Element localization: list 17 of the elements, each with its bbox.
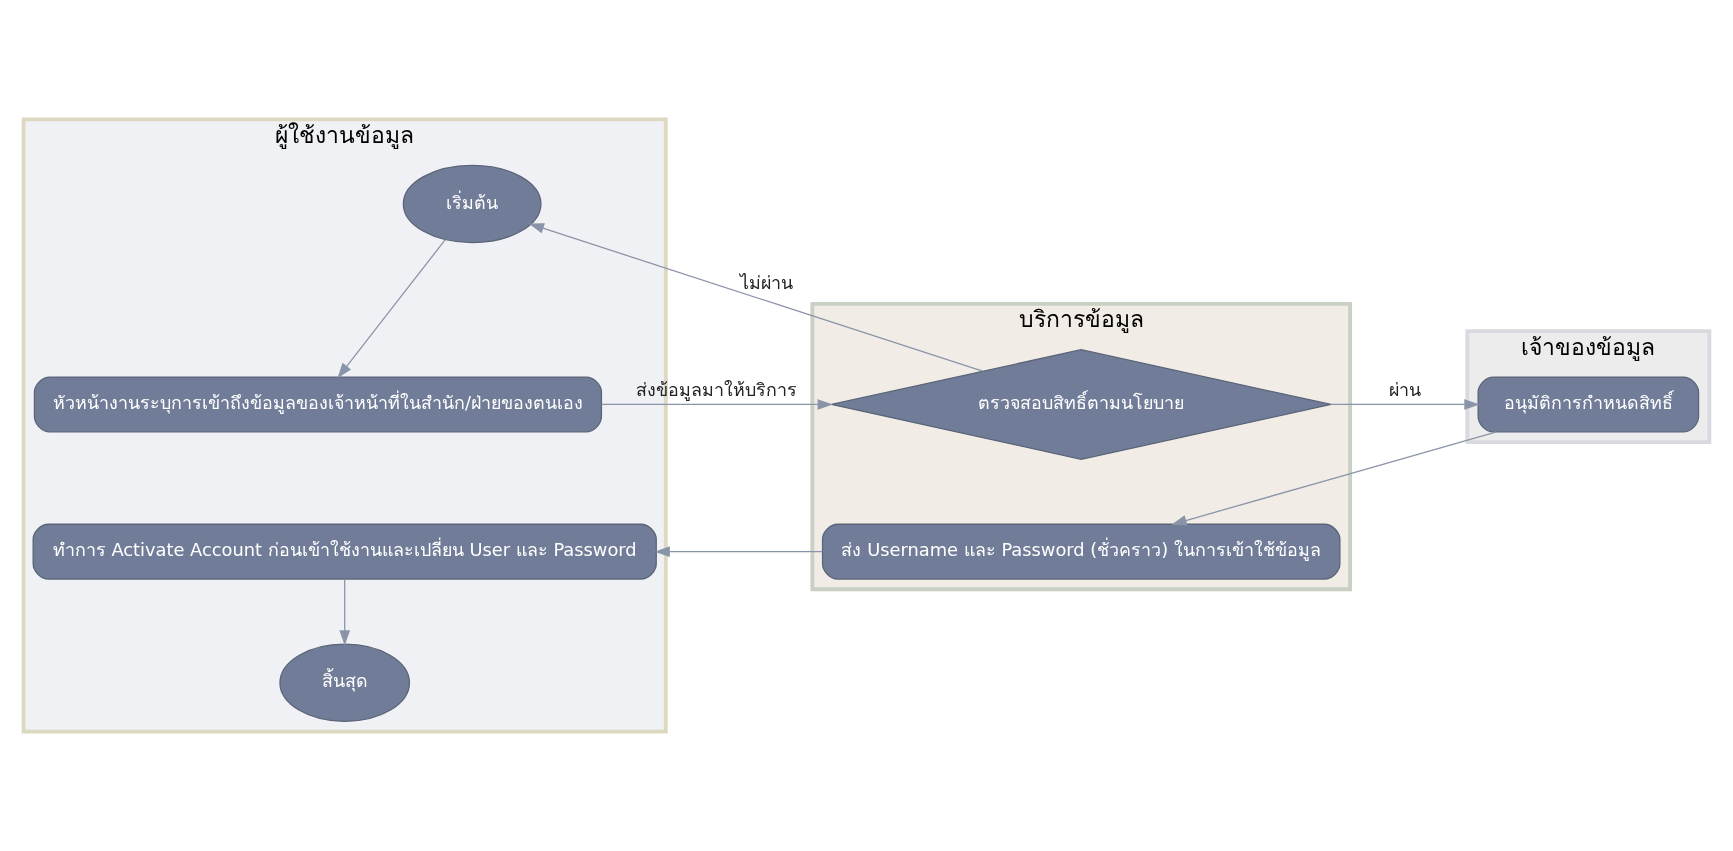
arrow: [337, 239, 446, 379]
edge-label: ไม่ผ่าน: [739, 271, 793, 293]
arrow: [339, 578, 351, 646]
arrow: [1330, 399, 1480, 410]
arrow: [528, 223, 984, 372]
edge-label: ผ่าน: [1388, 378, 1421, 400]
node-diamond: ตรวจสอบสิทธิ์ตามนโยบาย: [830, 349, 1332, 460]
node-box: ทำการ Activate Account ก่อนเข้าใช้งานและเปลี่ยน User และ Password: [32, 523, 657, 580]
node-box: หัวหน้างานระบุการเข้าถึงข้อมูลของเจ้าหน้าที่ในสำนัก/ฝ่ายของตนเอง: [33, 376, 603, 433]
node-ellipse: เริ่มต้น: [402, 164, 542, 244]
arrow: [1171, 431, 1498, 526]
node-box: ส่ง Username และ Password (ชั่วคราว) ในการเข้าใช้ข้อมูล: [821, 523, 1341, 580]
arrow: [600, 399, 833, 410]
node-box: อนุมัติการกำหนดสิทธิ์: [1477, 376, 1700, 433]
arrow: [654, 546, 824, 557]
edge-label: ส่งข้อมูลมาให้บริการ: [635, 378, 797, 400]
node-ellipse: สิ้นสุด: [279, 643, 411, 723]
